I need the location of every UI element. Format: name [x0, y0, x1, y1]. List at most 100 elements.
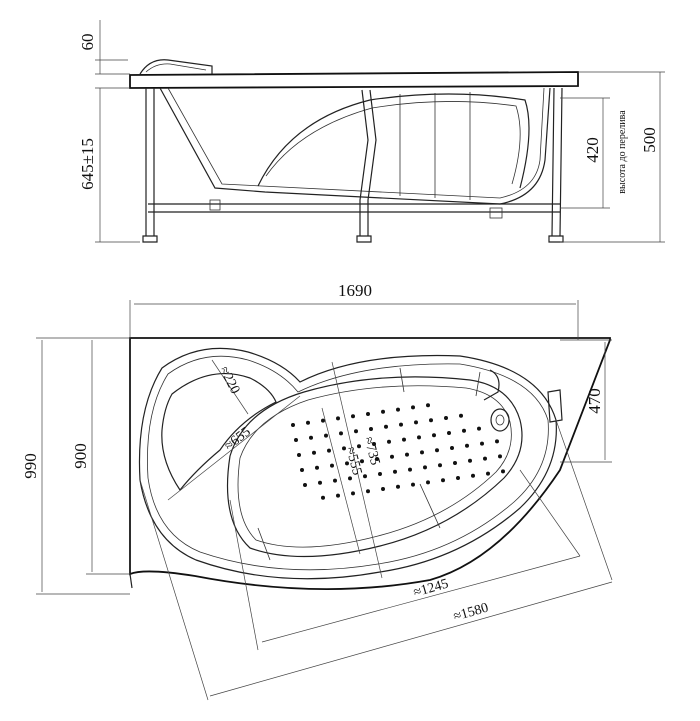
dim-645-label: 645±15 — [78, 138, 97, 190]
jet-dot — [438, 463, 442, 468]
drain-inner — [495, 414, 505, 426]
jet-dot — [459, 413, 463, 418]
overflow-body — [547, 389, 563, 423]
jet-dot — [336, 416, 340, 421]
side-back-curve — [257, 93, 530, 189]
top-seat-lines — [257, 367, 481, 561]
jet-dot — [351, 491, 355, 496]
jet-dot — [498, 454, 502, 459]
top-basin-inner — [237, 385, 512, 548]
jet-dot — [453, 461, 457, 465]
dim-735: ≈735 — [360, 435, 382, 467]
jet-dot — [486, 471, 490, 476]
dim-555-label: ≈555 — [342, 445, 364, 477]
dim-470: 470 — [585, 388, 604, 414]
jet-dot — [471, 473, 475, 478]
side-rim — [129, 71, 579, 89]
side-fitting — [489, 207, 503, 219]
dim-1580-ext — [139, 419, 613, 701]
side-back-curve-inner — [265, 101, 521, 185]
dim-1580-line — [209, 581, 613, 697]
jet-dot — [330, 463, 334, 468]
jet-dot — [300, 468, 304, 472]
top-ext-width — [36, 337, 130, 595]
top-rim-outer — [138, 347, 557, 580]
jet-dot — [432, 433, 436, 438]
jet-dot — [309, 435, 313, 440]
jet-dot — [381, 487, 385, 491]
top-headrest — [161, 372, 277, 492]
dim-470-label: 470 — [585, 388, 604, 414]
dim-555: ≈555 — [342, 445, 364, 477]
jet-dot — [315, 465, 319, 470]
dim-1245-ext — [229, 469, 581, 651]
jet-dot — [396, 407, 400, 412]
jet-dot — [426, 480, 430, 485]
jet-dot — [384, 424, 388, 429]
jet-dot — [291, 423, 295, 427]
dim-60-label: 60 — [78, 34, 97, 51]
top-outer-contour — [129, 337, 611, 590]
side-leg-middle — [359, 89, 377, 236]
top-dim-470-lines — [560, 339, 612, 463]
jet-dot — [477, 426, 481, 431]
side-leg-left — [145, 88, 155, 236]
jet-dot — [336, 493, 340, 498]
dim-735-line — [331, 361, 383, 579]
jet-dot — [402, 437, 406, 442]
jet-dot — [399, 422, 403, 427]
dim-1245: ≈1245 — [412, 577, 450, 601]
jet-dot — [312, 450, 316, 455]
dim-1245-line — [261, 555, 581, 643]
jet-dot — [408, 467, 412, 472]
jet-dot — [303, 483, 307, 487]
jet-dot — [372, 442, 376, 446]
jet-dot — [462, 428, 466, 433]
jet-dot — [318, 480, 322, 485]
top-left-edge — [129, 338, 133, 589]
drain — [490, 408, 510, 432]
side-fitting — [209, 199, 221, 211]
jet-dot — [348, 476, 352, 481]
top-view: 1690 990 900 470 ≈220 ≈655 ≈555 ≈735 — [21, 281, 613, 701]
jet-dot — [321, 418, 325, 423]
jet-dot — [435, 448, 439, 453]
top-ext-length — [129, 300, 579, 340]
jet-dot — [483, 456, 487, 461]
side-foot — [142, 235, 158, 243]
dim-420-label: 420 — [583, 137, 602, 163]
top-dim-width-lines — [41, 340, 93, 592]
dim-420-note: высота до перелива — [617, 110, 628, 194]
jet-dot — [333, 478, 337, 483]
jet-dot — [360, 459, 364, 464]
jet-dot — [378, 472, 382, 476]
jet-dot — [375, 457, 379, 461]
jet-dot — [321, 495, 325, 500]
jet-dot — [441, 478, 445, 483]
side-headrest — [139, 59, 213, 75]
side-foot — [548, 235, 564, 243]
jet-dot — [354, 429, 358, 434]
jet-dot — [345, 461, 349, 466]
jet-dot — [297, 453, 301, 457]
jet-dot — [420, 450, 424, 455]
jet-dot — [465, 443, 469, 448]
jet-dot — [417, 435, 421, 440]
side-ext-lines-right — [560, 71, 665, 243]
dim-420: 420 высота до перелива — [583, 110, 628, 194]
drain-outer — [490, 408, 510, 432]
jet-dot — [444, 416, 448, 420]
dim-655: ≈655 — [222, 425, 254, 454]
dim-500-label: 500 — [640, 127, 659, 153]
dim-655-label: ≈655 — [222, 425, 254, 454]
jet-dot — [423, 465, 427, 470]
side-view: 60 645±15 420 высота до перелива 500 — [78, 20, 665, 243]
jet-dot — [429, 418, 433, 423]
side-headrest-inner — [145, 63, 207, 73]
jet-dot — [369, 427, 373, 431]
jet-dot — [351, 414, 355, 419]
jet-dot — [366, 412, 370, 416]
jet-dot — [327, 448, 331, 453]
jet-dot — [396, 484, 400, 489]
jet-dot — [357, 444, 361, 449]
